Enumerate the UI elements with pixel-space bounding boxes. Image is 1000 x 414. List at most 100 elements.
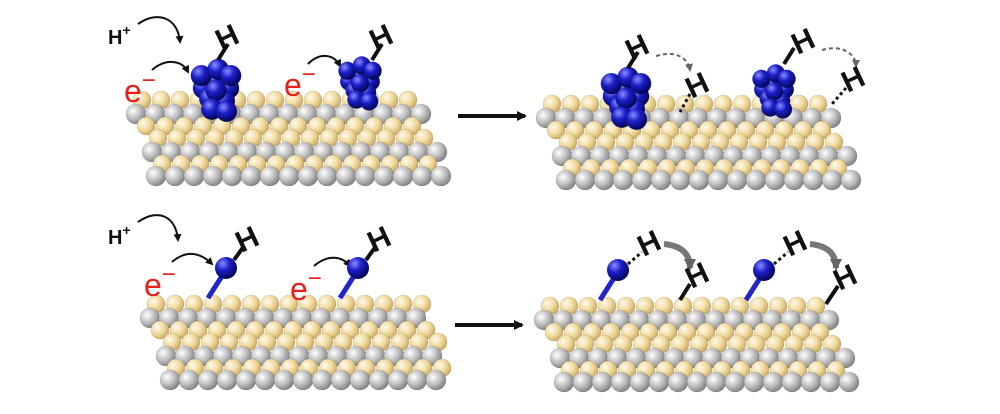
electron-arrow-top-2	[307, 55, 341, 68]
metal-atom	[406, 369, 428, 391]
metal-atom	[297, 165, 319, 187]
electron-label-top-2: e−	[284, 61, 316, 103]
sulfur-atom	[546, 120, 566, 140]
bond-bottom-right-2	[824, 284, 840, 306]
metal-atom	[311, 369, 333, 391]
metal-atom	[838, 371, 860, 393]
metal-atom	[254, 369, 276, 391]
metal-atom	[821, 169, 843, 191]
metal-atom	[183, 165, 205, 187]
slab-top-right	[535, 94, 862, 191]
metal-atom	[197, 369, 219, 391]
bond-bottom-left-2	[364, 244, 378, 262]
slab-bottom-left	[139, 294, 452, 391]
metal-atom	[368, 369, 390, 391]
metal-atom	[392, 165, 414, 187]
metal-atom	[650, 169, 672, 191]
hydrogen-top-left-1: H	[211, 18, 245, 57]
metal-atom	[800, 371, 822, 393]
metal-atom	[164, 165, 186, 187]
cluster-atom	[625, 108, 648, 131]
transfer-arrow-bottom-2	[809, 241, 842, 271]
bond-top-left-2	[370, 42, 384, 62]
metal-atom	[726, 169, 748, 191]
metal-atom	[145, 165, 167, 187]
metal-atom	[593, 169, 615, 191]
hydrogen-bottom-left-1: H	[231, 220, 265, 259]
metal-atom	[612, 169, 634, 191]
hydrogen-bottom-right-2a: H	[779, 224, 813, 263]
metal-atom	[648, 371, 670, 393]
metal-atom	[574, 169, 596, 191]
metal-atom	[764, 169, 786, 191]
weak-bond-top-right-2	[830, 87, 848, 105]
metal-atom	[373, 165, 395, 187]
metal-atom	[688, 169, 710, 191]
transfer-arrow-top-1	[655, 52, 693, 72]
metal-atom	[335, 165, 357, 187]
metal-atom	[572, 371, 594, 393]
cluster-atom	[773, 100, 793, 119]
metal-atom	[330, 369, 352, 391]
bond-top-right-2	[782, 46, 796, 66]
metal-atom	[705, 371, 727, 393]
link-bottom-right-2	[743, 276, 763, 302]
link-bottom-left-1	[205, 274, 225, 300]
hydrogen-top-left-2: H	[365, 18, 399, 57]
single-atom-bottom-right-1	[607, 259, 629, 281]
metal-atom	[235, 369, 257, 391]
metal-atom	[354, 165, 376, 187]
metal-atom	[178, 369, 200, 391]
electron-label-bottom-2: e−	[290, 265, 322, 307]
metal-atom	[762, 371, 784, 393]
metal-atom	[159, 369, 181, 391]
single-atom-bottom-right-2	[753, 259, 775, 281]
metal-atom	[724, 371, 746, 393]
proton-arrow-bottom	[137, 214, 182, 242]
electron-label-bottom-1: e−	[144, 261, 176, 303]
metal-atom	[221, 165, 243, 187]
cluster-top-right-2	[752, 64, 796, 119]
metal-atom	[819, 371, 841, 393]
proton-label-bottom: H+	[108, 222, 131, 249]
metal-atom	[316, 165, 338, 187]
single-atom-bottom-left-2	[347, 257, 369, 279]
slab-bottom-right	[533, 296, 860, 393]
electron-arrow-bottom-1	[171, 253, 214, 266]
metal-atom	[781, 371, 803, 393]
metal-atom	[783, 169, 805, 191]
electron-label-top-1: e−	[124, 67, 156, 109]
metal-atom	[349, 369, 371, 391]
link-bottom-left-2	[337, 274, 357, 300]
metal-atom	[745, 169, 767, 191]
weak-bond-bottom-right-1	[627, 250, 643, 266]
hydrogen-bottom-left-2: H	[363, 220, 397, 259]
metal-atom	[629, 371, 651, 393]
metal-atom	[553, 371, 575, 393]
weak-bond-bottom-right-2	[773, 250, 789, 266]
metal-atom	[240, 165, 262, 187]
cluster-atom	[615, 87, 637, 110]
bond-bottom-right-1	[678, 282, 692, 302]
metal-atom	[667, 371, 689, 393]
proton-label-top: H+	[108, 22, 131, 49]
metal-atom	[686, 371, 708, 393]
cluster-atom	[777, 69, 796, 89]
transfer-arrow-bottom-1	[663, 241, 696, 271]
bond-bottom-left-1	[232, 244, 246, 262]
metal-atom	[411, 165, 433, 187]
sulfur-atom	[136, 116, 156, 136]
bond-top-right-1	[626, 50, 640, 70]
metal-atom	[631, 169, 653, 191]
hydrogen-top-right-1a: H	[621, 28, 655, 67]
metal-atom	[840, 169, 862, 191]
metal-atom	[591, 371, 613, 393]
metal-atom	[273, 369, 295, 391]
sulfur-atom	[150, 320, 170, 340]
cluster-atom	[629, 72, 652, 95]
cluster-top-right-1	[600, 66, 652, 131]
metal-atom	[425, 369, 447, 391]
metal-atom	[387, 369, 409, 391]
electron-arrow-top-1	[151, 61, 189, 74]
